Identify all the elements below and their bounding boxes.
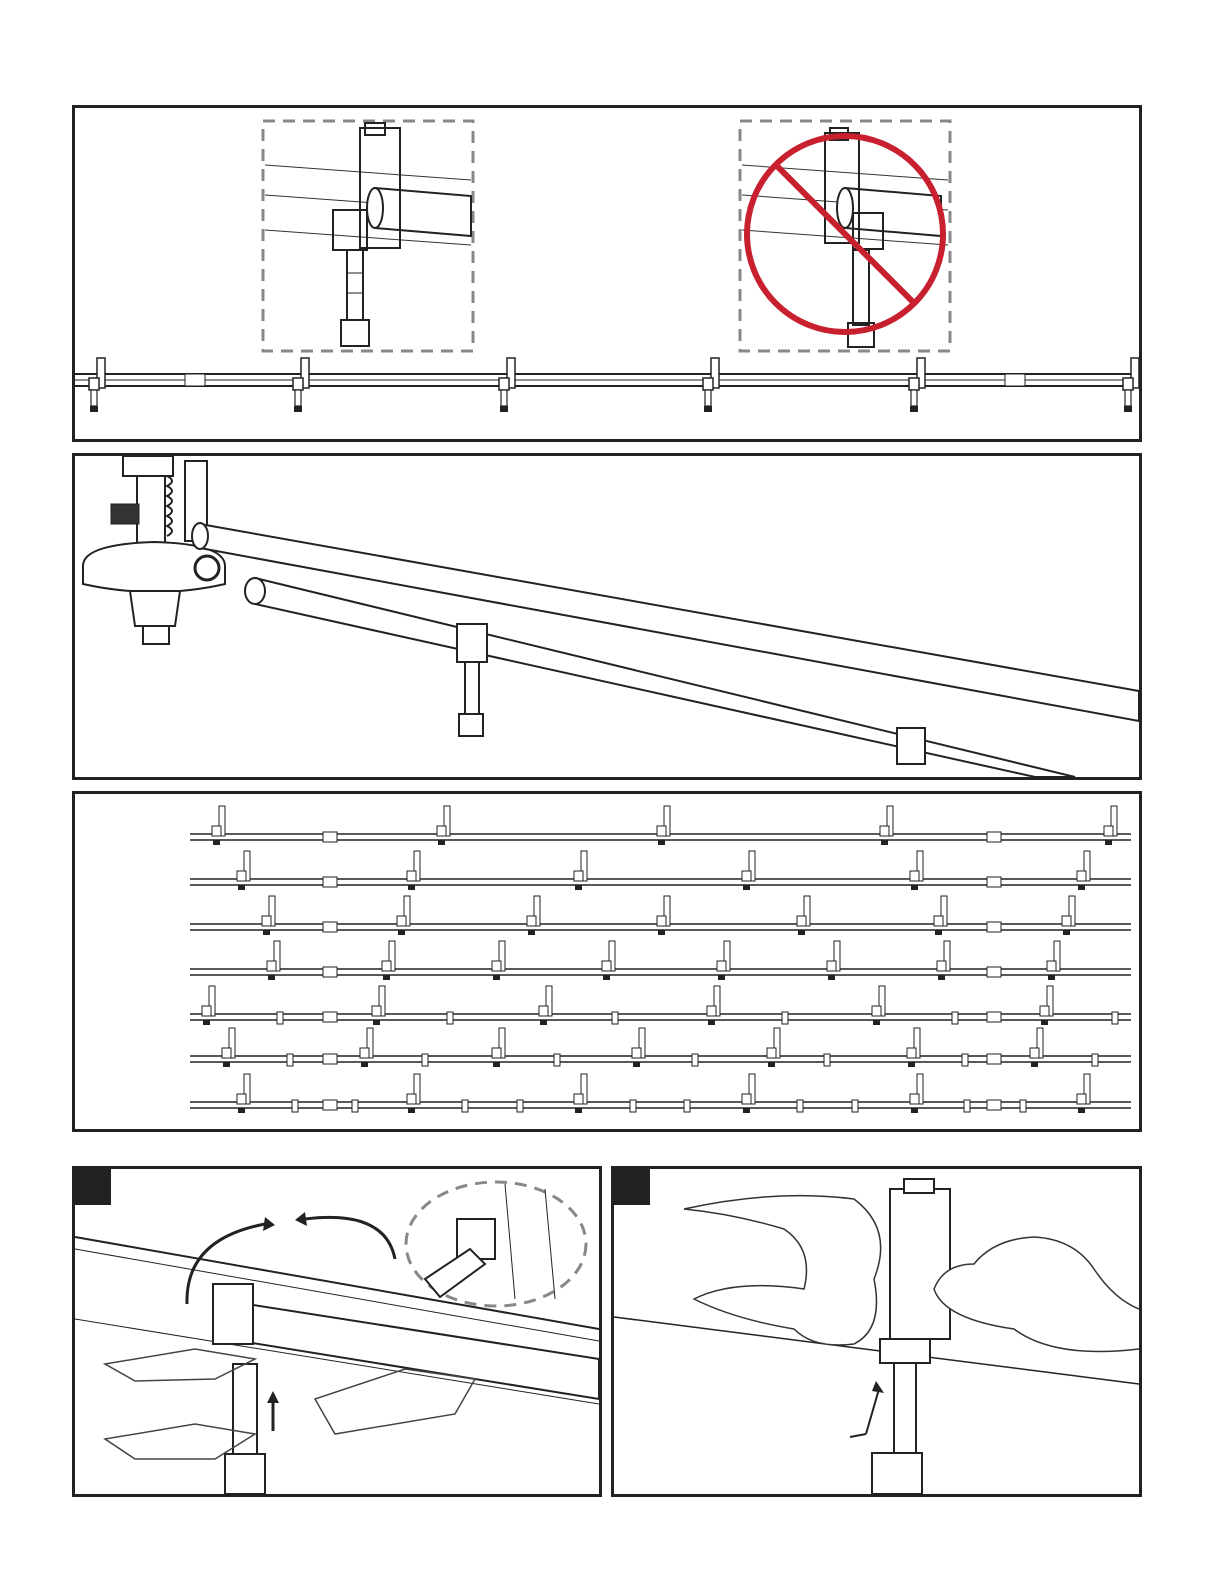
up-arrow-icon: [267, 1391, 279, 1431]
panel-riser-view: [72, 453, 1142, 780]
clip-correct-icon: [333, 123, 400, 346]
pipe-run-bottom: [75, 374, 1139, 386]
pipe-clip-icon: [293, 358, 309, 412]
spacing-row: [190, 986, 1131, 1025]
panel-spacing-patterns: [72, 791, 1142, 1132]
rotate-clip-illustration: [75, 1169, 599, 1494]
spacing-row: [190, 1028, 1131, 1067]
spacing-row: [190, 806, 1131, 845]
clip-upright-icon: [872, 1179, 950, 1494]
squeeze-clip-illustration: [614, 1169, 1139, 1494]
pipe-clip-icon: [1123, 358, 1139, 412]
riser-and-pipes-illustration: [75, 456, 1139, 777]
support-clip-2-icon: [897, 728, 925, 764]
spacing-row: [190, 896, 1131, 935]
support-clip-1-icon: [457, 624, 487, 736]
spacing-row: [190, 941, 1131, 980]
pipe-clip-icon: [89, 358, 105, 412]
pipe-clip-icon: [909, 358, 925, 412]
spacing-patterns-illustration: [75, 794, 1139, 1129]
spacing-row: [190, 851, 1131, 890]
correct-orientation-inset: [263, 121, 473, 351]
detail-inset: [406, 1182, 586, 1306]
regulator-icon: [83, 456, 225, 644]
panel-step-rotate: [72, 1166, 602, 1497]
pipe-clip-icon: [499, 358, 515, 412]
incorrect-orientation-inset: [740, 121, 950, 351]
pointer-arrow-icon: [850, 1381, 884, 1437]
panel-clip-orientation: [72, 105, 1142, 442]
panel-clip-orientation-illustration: [75, 108, 1139, 439]
panel-step-squeeze: [611, 1166, 1142, 1497]
pipe-clip-icon: [703, 358, 719, 412]
clip-incorrect-icon: [825, 128, 883, 347]
spacing-row: [190, 1074, 1131, 1113]
